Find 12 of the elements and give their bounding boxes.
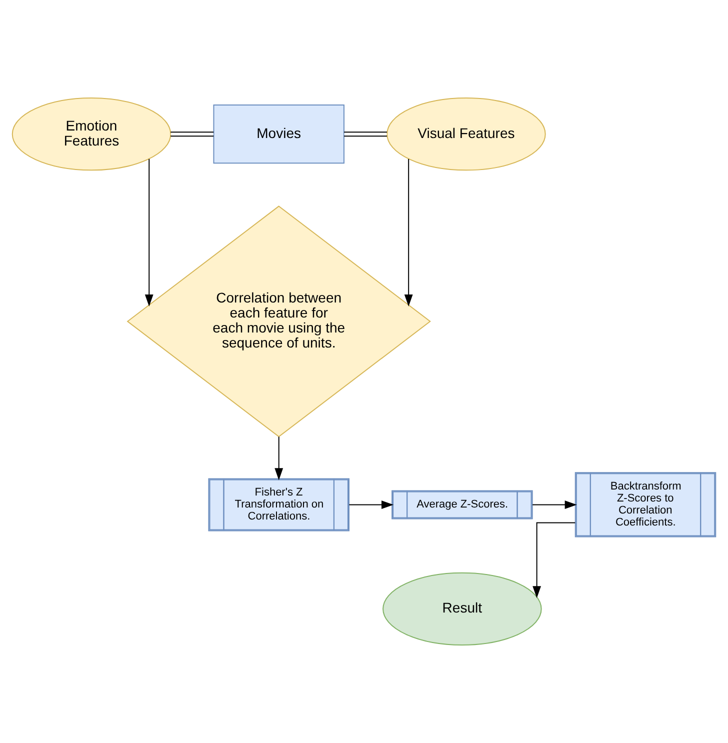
node-diamond: Correlation between each feature for each movie using the sequence of units. [126,206,431,438]
arrow [404,158,413,307]
connector [344,132,388,137]
arrow [532,500,577,509]
arrow [348,500,394,509]
arrow [532,522,576,598]
connector [170,132,214,137]
node-ellipse: Visual Features [386,98,546,171]
node-ellipse: Emotion Features [12,98,172,171]
arrow [144,158,154,307]
node-box: Movies [213,104,344,164]
arrow [274,436,284,480]
